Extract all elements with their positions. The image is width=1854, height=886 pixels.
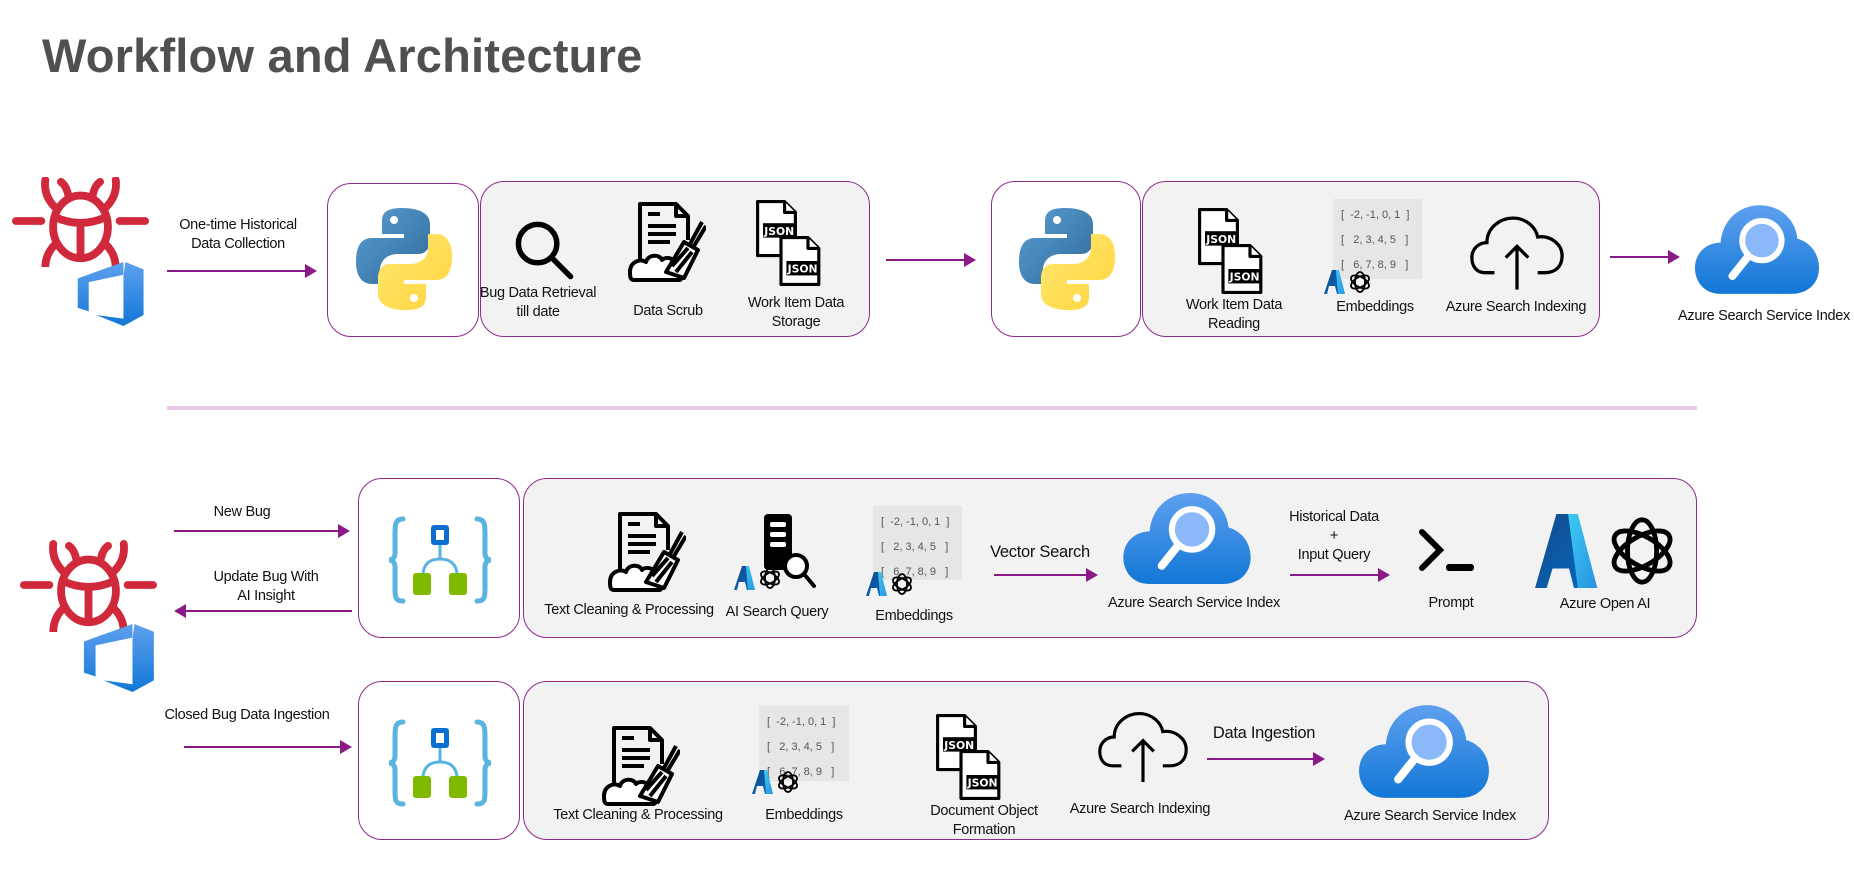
- step-label: Work Item Data Reading: [1185, 297, 1283, 332]
- step-label: Text Cleaning & Processing: [553, 807, 723, 823]
- input-query-label: Input Query: [1297, 547, 1371, 563]
- python-icon: [1017, 204, 1117, 314]
- azure-search-icon: [1357, 703, 1491, 801]
- azure-search-icon: [1121, 491, 1253, 587]
- arrow: [1207, 752, 1325, 766]
- historical-data-label: Historical Data: [1289, 509, 1379, 525]
- logic-app-icon: [385, 515, 495, 605]
- azure-openai-icon: [752, 770, 802, 794]
- embedding-matrix: [ -2, -1, 0, 1 ] [ 2, 3, 4, 5 ] [ 6, 7, …: [1333, 199, 1422, 279]
- azure-search-icon: [1693, 203, 1821, 297]
- azure-devops-icon: [69, 262, 145, 326]
- magnifier-icon: [512, 218, 576, 282]
- plus-label: +: [1329, 528, 1339, 544]
- text-cleaning-icon: [600, 724, 680, 814]
- matrix-row: [ 6, 7, 8, 9 ]: [881, 566, 949, 578]
- step-label: Embeddings: [1336, 299, 1414, 315]
- step-label: Azure Search Indexing: [1069, 801, 1211, 817]
- page-title: Workflow and Architecture: [42, 29, 643, 82]
- matrix-row: [ 6, 7, 8, 9 ]: [767, 766, 835, 778]
- matrix-row: [ -2, -1, 0, 1 ]: [881, 516, 950, 528]
- matrix-row: [ 2, 3, 4, 5 ]: [881, 541, 949, 553]
- step-label: Azure Search Indexing: [1445, 299, 1587, 315]
- json-files-icon: [1192, 206, 1272, 296]
- logic-app-icon: [385, 718, 495, 808]
- azure-openai-icon: [1324, 270, 1374, 294]
- new-bug-label: New Bug: [213, 504, 271, 520]
- cloud-upload-icon: [1098, 706, 1188, 786]
- matrix-row: [ 2, 3, 4, 5 ]: [1341, 234, 1409, 246]
- section-divider: [167, 406, 1697, 410]
- step-label: Text Cleaning & Processing: [544, 602, 714, 618]
- arrow: [174, 604, 352, 618]
- bug-icon: [12, 177, 149, 267]
- azure-openai-icon: [1535, 512, 1681, 590]
- embedding-matrix: [ -2, -1, 0, 1 ] [ 2, 3, 4, 5 ] [ 6, 7, …: [759, 706, 849, 781]
- target-label: Azure Search Service Index: [1344, 808, 1516, 824]
- text-cleaning-icon: [606, 510, 686, 600]
- arrow: [1290, 568, 1390, 582]
- prompt-label: Prompt: [1428, 595, 1474, 611]
- step-label: Document Object Formation: [930, 803, 1038, 838]
- step-label: Bug Data Retrieval till date: [479, 285, 597, 320]
- query-steps-group: [523, 478, 1697, 638]
- step-label: Embeddings: [875, 608, 953, 624]
- ingestion-label: Closed Bug Data Ingestion: [164, 707, 330, 723]
- data-ingestion-label: Data Ingestion: [1212, 724, 1316, 742]
- arrow: [167, 264, 317, 278]
- update-bug-label: Update Bug With AI Insight: [213, 569, 319, 604]
- azure-openai-icon: [734, 566, 784, 590]
- embedding-matrix: [ -2, -1, 0, 1 ] [ 2, 3, 4, 5 ] [ 6, 7, …: [873, 506, 962, 580]
- prompt-icon: [1418, 528, 1478, 578]
- arrow: [886, 253, 976, 267]
- step-label: Data Scrub: [633, 303, 703, 319]
- step-label: Embeddings: [765, 807, 843, 823]
- matrix-row: [ 6, 7, 8, 9 ]: [1341, 259, 1409, 271]
- logic-app-box: [358, 478, 520, 638]
- matrix-row: [ -2, -1, 0, 1 ]: [767, 716, 836, 728]
- openai-label: Azure Open AI: [1559, 596, 1651, 612]
- collection-label: One-time Historical Data Collection: [179, 217, 297, 252]
- matrix-row: [ 2, 3, 4, 5 ]: [767, 741, 835, 753]
- json-files-icon: [930, 712, 1010, 802]
- step-label: Work Item Data Storage: [747, 295, 845, 330]
- azure-devops-icon: [76, 624, 154, 692]
- python-box: [991, 181, 1141, 337]
- step-label: AI Search Query: [725, 604, 829, 620]
- bug-icon: [20, 540, 157, 632]
- arrow: [174, 524, 350, 538]
- search-index-label: Azure Search Service Index: [1108, 595, 1280, 611]
- target-label: Azure Search Service Index: [1678, 308, 1850, 324]
- data-scrub-icon: [626, 200, 706, 290]
- azure-openai-icon: [866, 572, 916, 596]
- python-box: [327, 183, 479, 337]
- vector-search-label: Vector Search: [990, 543, 1090, 561]
- arrow: [1610, 250, 1680, 264]
- python-icon: [354, 204, 454, 314]
- matrix-row: [ -2, -1, 0, 1 ]: [1341, 209, 1410, 221]
- logic-app-box: [358, 681, 520, 840]
- arrow: [994, 568, 1098, 582]
- json-files-icon: [750, 198, 830, 288]
- arrow: [184, 740, 352, 754]
- cloud-upload-icon: [1470, 214, 1564, 290]
